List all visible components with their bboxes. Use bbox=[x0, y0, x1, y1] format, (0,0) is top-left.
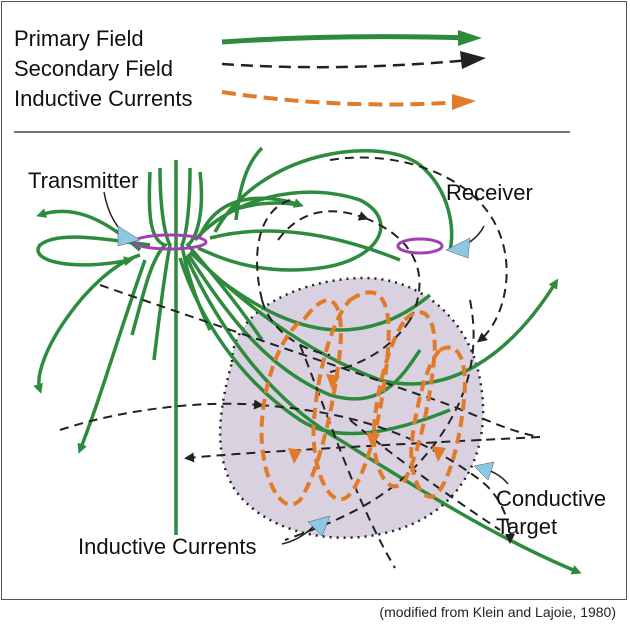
transmitter-pointer-head bbox=[117, 225, 141, 247]
label-pointers bbox=[103, 191, 509, 545]
secondary-field-lines bbox=[59, 156, 541, 569]
receiver-coil bbox=[396, 237, 444, 255]
legend-primary-line bbox=[221, 34, 471, 45]
receiver-pointer-head bbox=[445, 237, 471, 259]
target-pointer-head bbox=[473, 461, 495, 481]
inductive-currents-label: Inductive Currents bbox=[78, 534, 257, 559]
inductive-current-loops bbox=[259, 290, 467, 507]
legend-primary-arrowhead bbox=[458, 30, 482, 46]
transmitter-coil bbox=[132, 233, 208, 251]
conductive-target-label-line1: Conductive bbox=[496, 486, 607, 511]
legend-secondary-label: Secondary Field bbox=[14, 56, 173, 81]
legend-primary-label: Primary Field bbox=[14, 26, 144, 51]
conductive-target-body bbox=[218, 276, 485, 539]
legend-secondary-arrowhead bbox=[460, 51, 486, 69]
figure-frame bbox=[1, 1, 627, 600]
legend-secondary-line bbox=[221, 58, 471, 69]
figure-credit: (modified from Klein and Lajoie, 1980) bbox=[379, 604, 616, 620]
legend-inductive-arrowhead bbox=[452, 94, 476, 110]
inductive-label-pointer-head bbox=[307, 515, 331, 537]
legend bbox=[221, 30, 486, 110]
receiver-label: Receiver bbox=[446, 180, 533, 205]
transmitter-label: Transmitter bbox=[28, 168, 139, 193]
legend-inductive-line bbox=[221, 90, 463, 107]
legend-inductive-label: Inductive Currents bbox=[14, 86, 193, 111]
primary-field-lines bbox=[33, 146, 582, 575]
conductive-target-label-line2: Target bbox=[496, 514, 558, 539]
inductive-current-arrowheads bbox=[288, 374, 446, 464]
